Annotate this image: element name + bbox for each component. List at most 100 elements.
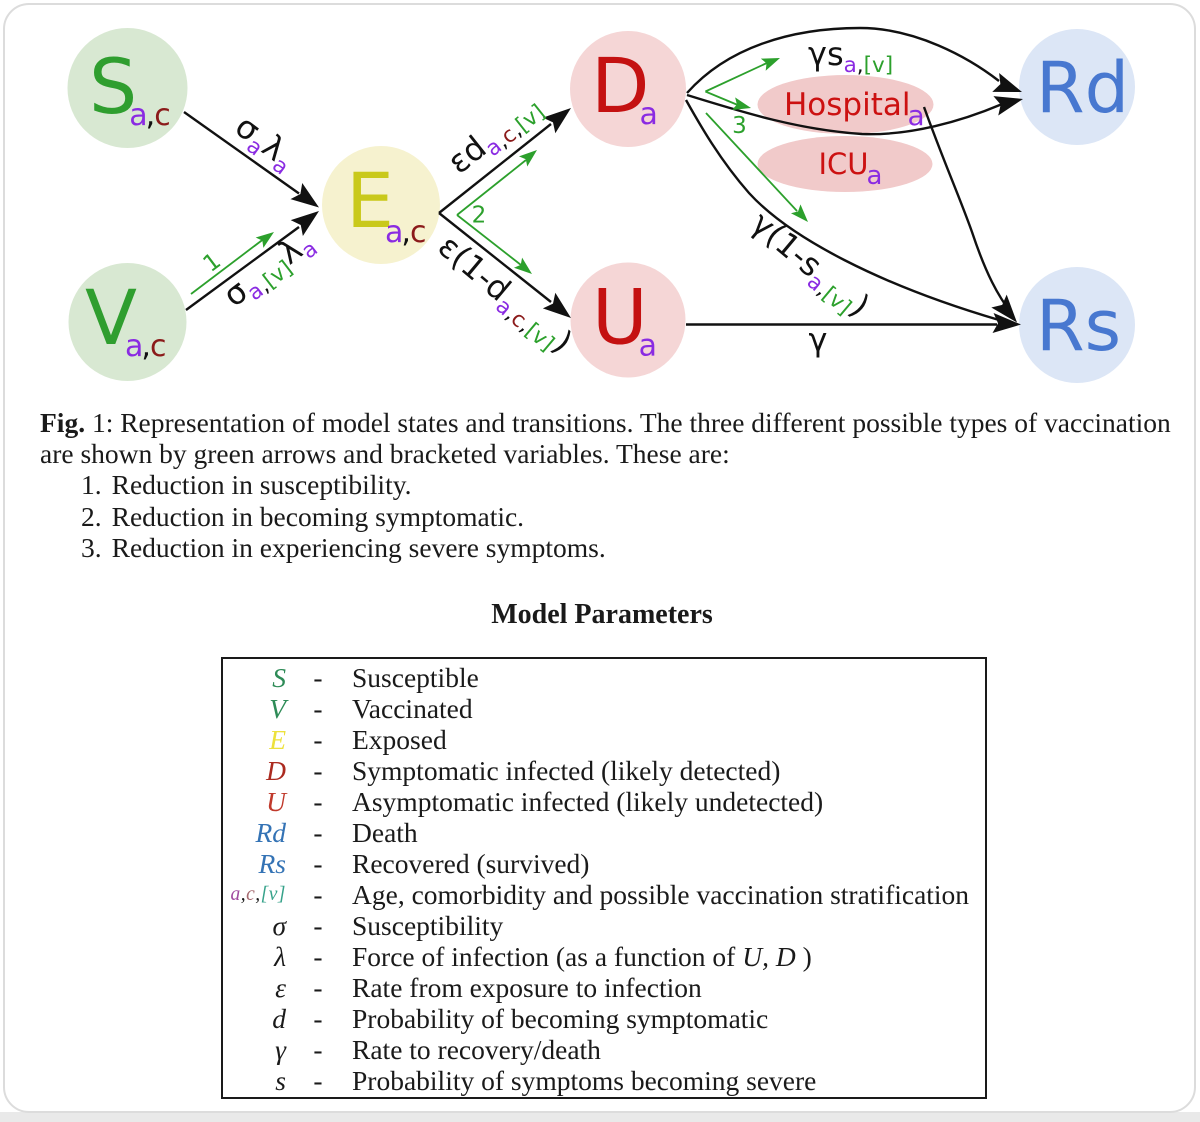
icu-main-text: ICU <box>819 147 869 181</box>
symbol-acv-comma1: , <box>240 884 247 905</box>
node-u-circle <box>570 262 686 378</box>
caption-list: 1.Reduction in susceptibility. 2.Reducti… <box>81 469 606 564</box>
desc-e: Exposed <box>352 724 447 755</box>
caption-item-1: 1.Reduction in susceptibility. <box>81 469 606 501</box>
icu-ellipse <box>757 136 933 192</box>
edge-s-to-e <box>183 111 300 195</box>
symbol-epsilon: ε <box>275 972 286 1003</box>
d-to-rd-sub-v-text: [v] <box>864 53 894 78</box>
node-rd-circle <box>1019 29 1135 145</box>
desc-gamma: Rate to recovery/death <box>352 1034 601 1065</box>
caption-line1-text: 1: Representation of model states and tr… <box>85 407 1171 438</box>
e-main-text: E <box>346 156 394 245</box>
d-to-rd-sub-a-text: a <box>844 53 857 78</box>
symbol-u: U <box>266 786 286 817</box>
node-e-label: Ea,c <box>346 156 426 250</box>
node-u-label: Ua <box>592 273 657 364</box>
hospital-sub-a-text: a <box>907 99 924 132</box>
node-rs-label: Rs <box>1036 285 1121 367</box>
parameter-row-gamma: γ-Rate to recovery/death <box>223 1034 985 1065</box>
model-diagram: Sa,c Va,c Ea,c Da Ua Rd Rs Hospitala ICU… <box>67 26 1135 383</box>
arrowhead-v-to-e <box>290 211 319 236</box>
caption-item-2-text: Reduction in becoming symptomatic. <box>111 500 525 532</box>
node-s-circle <box>67 28 188 148</box>
arrowhead-s-to-e <box>290 182 319 208</box>
arrowhead-e-to-u <box>542 292 571 318</box>
parameter-row-d: D-Symptomatic infected (likely detected) <box>223 755 985 786</box>
caption-item-3: 3.Reduction in experiencing severe sympt… <box>81 532 606 564</box>
desc-acv: Age, comorbidity and possible vaccinatio… <box>352 879 970 910</box>
green-arrowhead-e-down <box>513 257 532 274</box>
caption-line1: Fig. 1: Representation of model states a… <box>40 407 1171 438</box>
dash: - <box>313 848 323 879</box>
node-v-label: Va,c <box>85 273 166 364</box>
label-d-to-rd: γsa,[v] <box>808 35 893 78</box>
hospital-label: Hospitala <box>784 87 925 132</box>
node-d-circle <box>570 31 686 147</box>
green-edge-d-up <box>705 61 769 93</box>
green-arrowhead-v-to-e <box>255 232 274 248</box>
parameter-row-lambda: λ-Force of infection (as a function of U… <box>223 941 985 972</box>
symbol-acv-v: [v] <box>260 884 286 905</box>
e-sub-c-text: c <box>410 215 427 250</box>
dash: - <box>313 817 323 848</box>
symbol-sprob: s <box>275 1065 286 1096</box>
symbol-v: V <box>269 693 286 724</box>
e-to-d-main-text: εd <box>440 128 493 181</box>
label-e-to-d: εda,c,[v] <box>440 86 550 186</box>
dash: - <box>313 693 323 724</box>
dash: - <box>313 724 323 755</box>
parameters-heading: Model Parameters <box>491 599 713 630</box>
s-main-text: S <box>89 42 137 131</box>
edge-hospital-to-rs <box>922 106 1013 315</box>
u-main-text: U <box>592 273 648 362</box>
arrowhead-d-to-rd-top <box>992 73 1022 92</box>
desc-dprob: Probability of becoming symptomatic <box>352 1003 769 1034</box>
dash: - <box>313 786 323 817</box>
parameter-row-e: E-Exposed <box>223 724 985 755</box>
hospital-main-text: Hospital <box>784 87 910 123</box>
dash: - <box>313 662 323 693</box>
symbol-sigma: σ <box>272 910 286 941</box>
dash: - <box>313 910 323 941</box>
green-arrowhead-d-up <box>760 58 780 71</box>
parameter-row-rd: Rd-Death <box>223 817 985 848</box>
hospital-ellipse <box>757 75 934 134</box>
edge-v-to-e <box>185 226 300 311</box>
icu-sub-a-text: a <box>867 161 883 191</box>
u-to-rs-main-text: γ <box>809 321 828 359</box>
figure-card <box>3 3 1196 1113</box>
caption-item-3-text: Reduction in experiencing severe symptom… <box>111 532 606 563</box>
green-edge-d-mid <box>705 90 740 107</box>
parameter-row-epsilon: ε-Rate from exposure to infection <box>223 972 985 1003</box>
parameters-table: S-Susceptible V-Vaccinated E-Exposed D-S… <box>221 657 987 1099</box>
dash: - <box>313 755 323 786</box>
green-edge-d-down <box>705 112 798 212</box>
parameter-row-sigma: σ-Susceptibility <box>223 910 985 941</box>
node-s-label: Sa,c <box>89 42 171 133</box>
u-sub-a-text: a <box>639 329 657 364</box>
d-to-rd-main-text: γs <box>808 35 844 73</box>
symbol-acv-c: c <box>246 884 256 905</box>
node-rs-circle <box>1019 267 1135 383</box>
d-to-rd-sub-comma-text: , <box>857 53 864 78</box>
s-sub-comma-text: , <box>146 98 156 133</box>
desc-s: Susceptible <box>352 662 479 693</box>
symbol-dprob: d <box>272 1003 286 1034</box>
desc-lambda-post: ) <box>795 941 812 972</box>
s-sub-a-text: a <box>129 98 147 133</box>
desc-lambda: Force of infection (as a function of U, … <box>350 941 985 972</box>
vaccination-number-1: 1 <box>199 248 226 278</box>
dash: - <box>313 879 323 910</box>
green-arrowhead-d-down <box>790 204 808 222</box>
symbol-rs: Rs <box>258 848 287 879</box>
arrowhead-u-to-rs <box>992 313 1021 334</box>
node-v-circle <box>68 263 187 381</box>
desc-sprob: Probability of symptoms becoming severe <box>352 1065 817 1096</box>
desc-epsilon: Rate from exposure to infection <box>352 972 702 1003</box>
s-sub-c-text: c <box>154 98 171 133</box>
desc-sigma: Susceptibility <box>352 910 504 941</box>
parameter-row-sprob: s-Probability of symptoms becoming sever… <box>223 1065 985 1096</box>
rs-main-text: Rs <box>1036 285 1121 367</box>
